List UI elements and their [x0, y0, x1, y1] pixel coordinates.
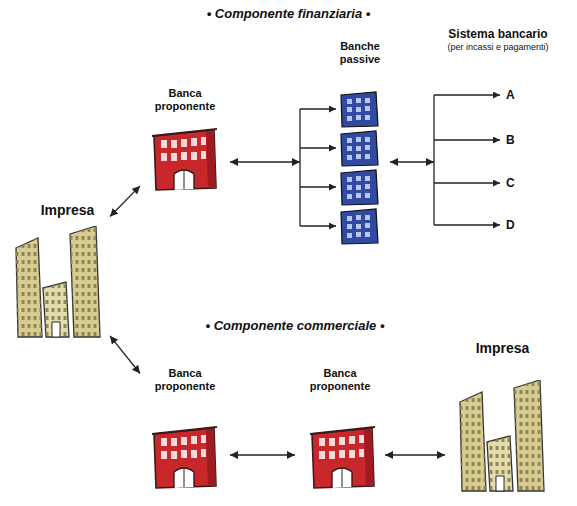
flow-arrow [230, 454, 295, 455]
node-label: Impresa [25, 202, 110, 218]
banking-system: Sistema bancario(per incassi e pagamenti… [434, 26, 562, 230]
company-building: Impresa [445, 338, 560, 496]
node-label: Banche passive [330, 40, 390, 65]
branch-letter: B [506, 133, 526, 147]
flow-arrow [230, 161, 300, 162]
flow-arrow [390, 161, 434, 162]
node-label: Sistema bancario [438, 28, 558, 42]
branch-letter: C [506, 176, 526, 190]
bank-group: Banche passive [300, 38, 390, 250]
company-building: Impresa [5, 200, 110, 340]
branch-letter: D [506, 218, 526, 232]
node-label: Banca proponente [145, 87, 225, 112]
bank-building: Banca proponente [140, 85, 230, 195]
branch-letter: A [506, 88, 526, 102]
node-label: Banca proponente [145, 367, 225, 392]
flow-arrow [110, 336, 140, 374]
node-note: (per incassi e pagamenti) [438, 42, 558, 52]
flow-arrow [110, 186, 140, 217]
bank-building: Banca proponente [295, 365, 385, 495]
flow-arrow [385, 454, 445, 455]
section-heading: • Componente commerciale • [150, 318, 440, 333]
bank-building: Banca proponente [140, 365, 230, 495]
node-label: Banca proponente [300, 367, 380, 392]
node-label: Impresa [450, 340, 555, 356]
diagram-title: • Componente finanziaria • [0, 6, 577, 21]
